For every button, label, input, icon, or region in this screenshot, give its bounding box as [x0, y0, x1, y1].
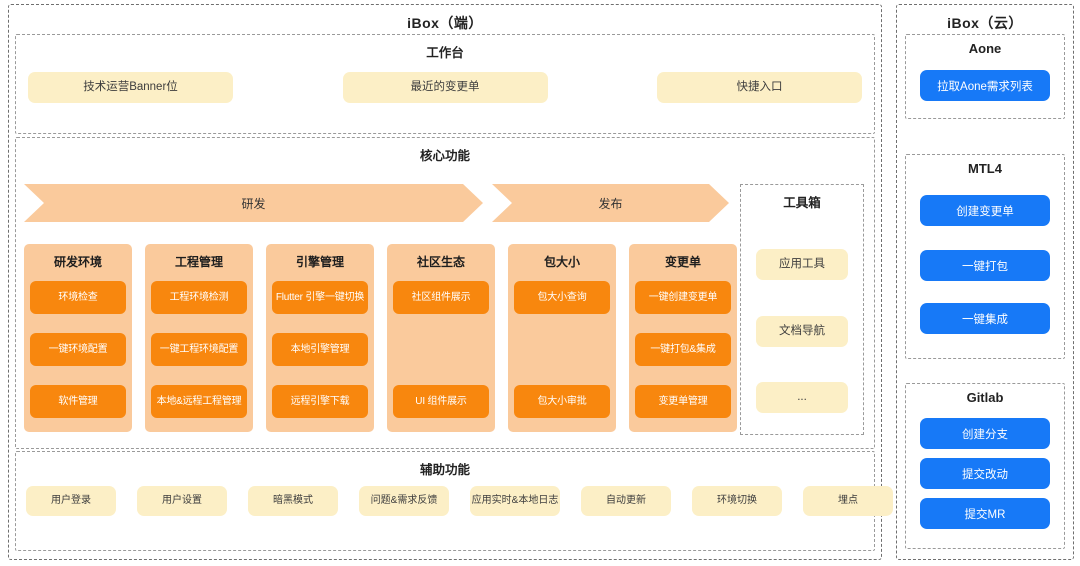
- env-check-node: 环境检查: [30, 281, 126, 314]
- core-column-project-management: 工程管理 工程环境检测 一键工程环境配置 本地&远程工程管理: [145, 244, 253, 432]
- change-order-management-node: 变更单管理: [635, 385, 731, 418]
- software-management-node: 软件管理: [30, 385, 126, 418]
- column-title-community-ecosystem: 社区生态: [416, 255, 465, 269]
- column-title-project-management: 工程管理: [174, 255, 223, 269]
- core-column-engine-management: 引擎管理 Flutter 引擎一键切换 本地引擎管理 远程引擎下载: [266, 244, 374, 432]
- banner-slot-node: 技术运营Banner位: [28, 72, 233, 103]
- aone-title: Aone: [968, 41, 1002, 56]
- flow-arrow-rd-label: 研发: [241, 196, 266, 211]
- package-size-approval-node: 包大小审批: [514, 385, 610, 418]
- cloud-group-mtl4: MTL4 创建变更单 一键打包 一键集成: [905, 154, 1065, 359]
- one-key-package-integrate-node: 一键打包&集成: [635, 333, 731, 366]
- community-components-node: 社区组件展示: [393, 281, 489, 314]
- recent-change-orders-node: 最近的变更单: [342, 72, 548, 103]
- commit-changes-node: 提交改动: [920, 458, 1050, 489]
- local-engine-management-node: 本地引擎管理: [272, 333, 368, 366]
- cloud-group-aone: Aone 拉取Aone需求列表: [905, 34, 1065, 119]
- column-spacer: [514, 333, 610, 366]
- core-column-change-order: 变更单 一键创建变更单 一键打包&集成 变更单管理: [629, 244, 737, 432]
- one-key-create-change-order-node: 一键创建变更单: [635, 281, 731, 314]
- submit-mr-node: 提交MR: [920, 498, 1050, 529]
- ui-components-node: UI 组件展示: [393, 385, 489, 418]
- core-column-package-size: 包大小 包大小查询 包大小审批: [508, 244, 616, 432]
- toolbox-more-node: ...: [756, 382, 848, 413]
- doc-navigation-node: 文档导航: [756, 316, 848, 347]
- dark-mode-node: 暗黑模式: [248, 486, 338, 516]
- column-title-package-size: 包大小: [543, 255, 580, 269]
- core-columns: 研发环境 环境检查 一键环境配置 软件管理 工程管理 工程环境检测 一键工程环境…: [24, 244, 737, 432]
- user-settings-node: 用户设置: [137, 486, 227, 516]
- gitlab-title: Gitlab: [966, 390, 1004, 405]
- section-core-functions: 核心功能 研发 发布 工具箱 应用工具 文档导航 ... 研发环境 环境检查: [15, 137, 875, 449]
- create-change-order-cloud-node: 创建变更单: [920, 195, 1050, 226]
- mtl4-title: MTL4: [968, 161, 1002, 176]
- flow-arrow-rd: 研发: [24, 184, 483, 222]
- auxiliary-row: 用户登录 用户设置 暗黑模式 问题&需求反馈 应用实时&本地日志 自动更新 环境…: [26, 486, 893, 516]
- column-title-engine-management: 引擎管理: [295, 255, 344, 269]
- create-branch-node: 创建分支: [920, 418, 1050, 449]
- project-env-check-node: 工程环境检测: [151, 281, 247, 314]
- core-column-community-ecosystem: 社区生态 社区组件展示 UI 组件展示: [387, 244, 495, 432]
- toolbox-title: 工具箱: [783, 196, 821, 210]
- client-panel-title: iBox（端）: [407, 15, 483, 31]
- local-remote-project-management-node: 本地&远程工程管理: [151, 385, 247, 418]
- column-title-change-order: 变更单: [664, 255, 701, 269]
- app-tools-node: 应用工具: [756, 249, 848, 280]
- flutter-engine-switch-node: Flutter 引擎一键切换: [272, 281, 368, 314]
- panel-ibox-cloud: iBox（云） Aone 拉取Aone需求列表 MTL4 创建变更单 一键打包 …: [896, 4, 1074, 560]
- flow-arrow-release-label: 发布: [598, 196, 623, 211]
- package-size-query-node: 包大小查询: [514, 281, 610, 314]
- cloud-panel-title: iBox（云）: [947, 15, 1023, 31]
- flow-arrow-release: 发布: [492, 184, 729, 222]
- section-workbench: 工作台 技术运营Banner位 最近的变更单 快捷入口: [15, 34, 875, 134]
- workbench-title: 工作台: [426, 46, 464, 60]
- pull-aone-requirements-node: 拉取Aone需求列表: [920, 70, 1050, 101]
- tracking-node: 埋点: [803, 486, 893, 516]
- env-switch-node: 环境切换: [692, 486, 782, 516]
- one-key-package-node: 一键打包: [920, 250, 1050, 281]
- section-auxiliary: 辅助功能 用户登录 用户设置 暗黑模式 问题&需求反馈 应用实时&本地日志 自动…: [15, 451, 893, 551]
- column-title-dev-environment: 研发环境: [53, 255, 102, 269]
- one-key-project-env-config-node: 一键工程环境配置: [151, 333, 247, 366]
- core-column-dev-environment: 研发环境 环境检查 一键环境配置 软件管理: [24, 244, 132, 432]
- quick-entry-node: 快捷入口: [657, 72, 862, 103]
- panel-ibox-client: iBox（端） 工作台 技术运营Banner位 最近的变更单 快捷入口 核心功能…: [8, 4, 893, 560]
- one-key-env-config-node: 一键环境配置: [30, 333, 126, 366]
- auto-update-node: 自动更新: [581, 486, 671, 516]
- workbench-row: 技术运营Banner位 最近的变更单 快捷入口: [28, 72, 862, 103]
- remote-engine-download-node: 远程引擎下载: [272, 385, 368, 418]
- section-toolbox: 工具箱 应用工具 文档导航 ...: [740, 184, 864, 435]
- realtime-local-logs-node: 应用实时&本地日志: [470, 486, 560, 516]
- auxiliary-title: 辅助功能: [419, 463, 470, 477]
- feedback-node: 问题&需求反馈: [359, 486, 449, 516]
- core-title: 核心功能: [419, 149, 470, 163]
- user-login-node: 用户登录: [26, 486, 116, 516]
- cloud-group-gitlab: Gitlab 创建分支 提交改动 提交MR: [905, 383, 1065, 549]
- one-key-integrate-node: 一键集成: [920, 303, 1050, 334]
- column-spacer: [393, 333, 489, 366]
